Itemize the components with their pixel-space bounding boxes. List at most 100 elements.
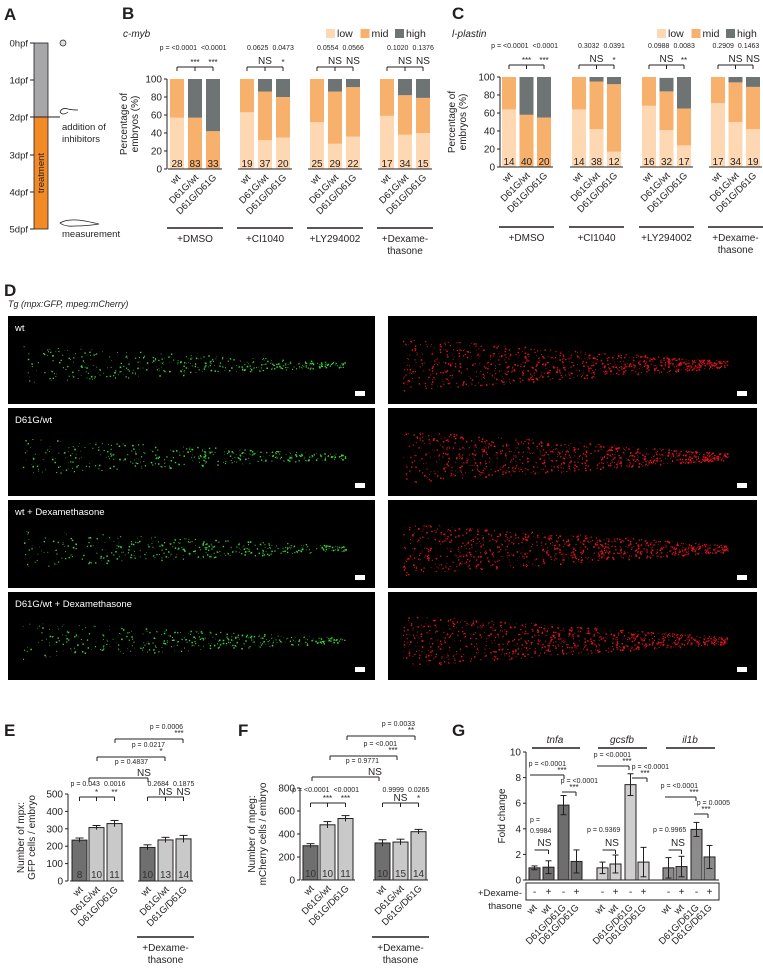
dexamethasone-mark: -	[695, 887, 698, 898]
y-axis-label: Fold change	[497, 788, 508, 843]
p-value: 0.3032	[578, 43, 600, 50]
legend-label-mid: mid	[703, 28, 720, 40]
inhibitor-annotation: inhibitors	[62, 134, 100, 145]
y-tick-label: 200	[46, 842, 63, 853]
embryo-icon	[59, 39, 67, 47]
n-label: 34	[730, 157, 742, 168]
significance-label: NS	[660, 54, 674, 65]
significance-label: *	[417, 794, 420, 803]
y-tick-label: 0	[57, 877, 63, 888]
image-row-label: D61G/wt	[15, 415, 52, 426]
legend-label-high: high	[406, 28, 426, 40]
bar-segment-high	[346, 79, 360, 88]
bar-segment-high	[537, 77, 551, 118]
significance-label: ***	[557, 766, 566, 775]
dexamethasone-mark: +	[574, 887, 580, 898]
bar-segment-low	[659, 130, 674, 167]
bar	[690, 828, 703, 881]
fluorescence-image-gfp-row-2: D61G/wt	[8, 408, 375, 496]
bar-segment-mid	[607, 84, 621, 152]
bar-segment-mid	[398, 95, 412, 135]
n-label: 16	[643, 157, 655, 168]
bar-segment-low	[276, 137, 290, 169]
fluorescence-image-mcherry-row-1	[388, 316, 757, 404]
n-label: 12	[608, 157, 620, 168]
n-label: 22	[347, 159, 359, 170]
gene-label: gcsfb	[610, 735, 634, 746]
panel-label-a: A	[4, 5, 16, 24]
scale-bar	[355, 391, 365, 396]
y-tick-label: 400	[278, 830, 295, 841]
group-label: +Dexame-	[142, 943, 188, 954]
panel-label-e: E	[4, 721, 15, 740]
n-label: 10	[322, 869, 334, 880]
p-value: 0.1376	[412, 45, 434, 52]
p-value: 0.1020	[387, 45, 409, 52]
gfp-signal	[22, 439, 347, 474]
significance-label: NS	[746, 54, 760, 65]
y-tick-label: 0	[289, 876, 295, 887]
bar-segment-high	[589, 77, 604, 82]
bar-segment-high	[659, 77, 674, 92]
larva-icon	[59, 108, 79, 115]
n-label: 14	[573, 157, 585, 168]
significance-label: NS	[398, 56, 412, 67]
dexamethasone-mark: -	[533, 887, 536, 898]
bar-segment-mid	[416, 97, 430, 133]
n-label: 83	[189, 159, 201, 170]
y-axis-label: mCherry cells / embryo	[258, 782, 269, 885]
dexamethasone-mark: -	[667, 887, 670, 898]
p-value: p = 0.0005	[697, 800, 730, 807]
bar-segment-mid	[642, 77, 656, 106]
dexamethasone-mark: -	[562, 887, 565, 898]
dexamethasone-mark: -	[629, 887, 632, 898]
bar-segment-low	[310, 122, 324, 169]
y-tick-label: 4	[515, 824, 521, 835]
bar-segment-mid	[240, 79, 254, 113]
n-label: 28	[171, 159, 183, 170]
group-label: +Dexame-	[712, 233, 758, 244]
n-label: 14	[413, 869, 425, 880]
bar-segment-mid	[659, 91, 674, 131]
n-label: 38	[591, 157, 603, 168]
bar-segment-low	[398, 134, 412, 169]
legend-swatch-mid	[691, 29, 701, 38]
legend-label-high: high	[737, 28, 757, 40]
image-row-label: wt + Dexamethasone	[14, 507, 105, 518]
significance-label: NS	[159, 787, 173, 798]
n-label: 14	[503, 157, 515, 168]
n-label: 37	[259, 159, 271, 170]
p-value: p = 0.0033	[382, 721, 415, 728]
bar-segment-low	[746, 129, 760, 167]
bar-segment-high	[188, 79, 202, 118]
p-value: 0.0391	[603, 43, 625, 50]
p-value: p = <0.0001	[160, 45, 197, 52]
p-value: p = <0.001	[364, 741, 398, 748]
image-background	[8, 316, 375, 404]
n-label: 17	[678, 157, 690, 168]
n-label: 20	[277, 159, 289, 170]
significance-label: NS	[328, 56, 342, 67]
bar-segment-low	[346, 136, 360, 169]
bar-segment-low	[416, 133, 430, 169]
p-value: p =	[530, 817, 540, 824]
fluorescence-image-gfp-row-3: wt + Dexamethasone	[8, 500, 375, 588]
significance-label: ***	[208, 58, 217, 67]
y-tick-label: 40	[151, 129, 163, 140]
p-value: p = <0.0001	[561, 778, 598, 785]
p-value: 0.2684	[148, 781, 170, 788]
n-label: 10	[305, 869, 317, 880]
group-label: +Dexame-	[377, 943, 423, 954]
bar	[557, 804, 570, 881]
scale-bar	[355, 483, 365, 488]
significance-label: ***	[622, 757, 631, 766]
group-label: +LY294002	[310, 234, 361, 245]
dexamethasone-mark: -	[601, 887, 604, 898]
bar-segment-low	[642, 105, 656, 167]
significance-label: NS	[590, 54, 604, 65]
group-label: +DMSO	[177, 234, 213, 245]
group-label: thasone	[148, 955, 184, 966]
bar-segment-mid	[728, 82, 743, 122]
n-label: 10	[377, 869, 389, 880]
